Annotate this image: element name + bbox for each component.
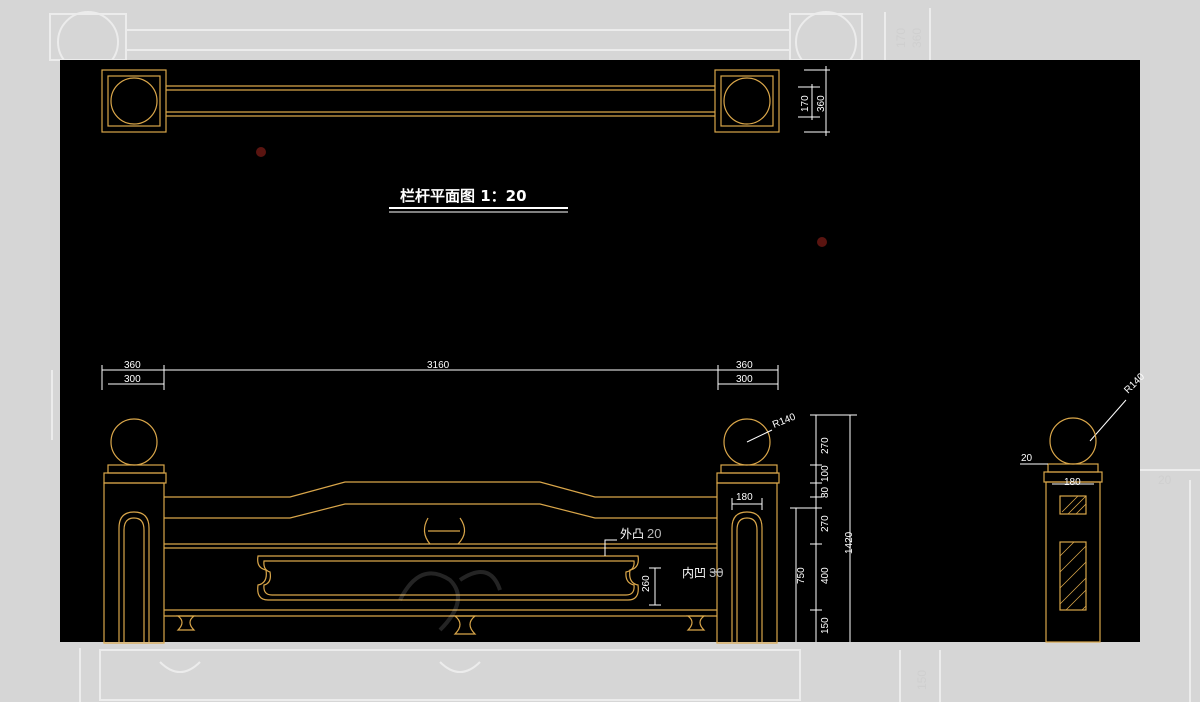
mark-dot (817, 237, 827, 247)
cad-drawing: 170 360 栏杆平面图 1：20 360 300 3160 360 300 (101, 66, 1147, 644)
elevation-view (103, 418, 780, 644)
note-inner: 内凹 (682, 566, 706, 580)
elev-radius: R140 (771, 411, 798, 430)
bg-dim-bottom: 150 (915, 670, 929, 690)
section-width: 180 (1064, 477, 1081, 488)
plan-dimensions (798, 66, 830, 136)
bg-dim-side: 20 (1158, 473, 1172, 487)
stack-total-lower: 750 (796, 567, 807, 584)
section-post (1045, 481, 1101, 643)
elevation-top-dimensions (101, 365, 779, 390)
plan-post-left-circle (110, 77, 158, 125)
elev-ball-left (110, 418, 158, 466)
stack-dim-4: 270 (820, 515, 831, 532)
stack-dim-3: 80 (820, 486, 831, 498)
plan-post-right (714, 69, 780, 133)
section-view (1043, 417, 1103, 643)
stack-dim-2: 100 (820, 465, 831, 482)
elev-post-left (103, 482, 165, 644)
note-outer-value: 20 (647, 526, 661, 541)
elev-dim-right-inner: 300 (736, 374, 753, 385)
watermark-logo (398, 570, 502, 632)
section-offset: 20 (1021, 453, 1033, 464)
stack-dim-5: 400 (820, 567, 831, 584)
elev-dim-right-outer: 360 (736, 360, 753, 371)
right-dim-stack (790, 414, 857, 642)
elev-dim-span: 3160 (427, 360, 450, 371)
stack-dim-1: 270 (820, 437, 831, 454)
elev-post-right (716, 482, 778, 644)
elev-dim-left-outer: 360 (124, 360, 141, 371)
mark-dot (256, 147, 266, 157)
top-rail (164, 481, 717, 498)
bg-dim-top-b: 360 (910, 28, 924, 48)
post-width: 180 (736, 492, 753, 503)
note-inner-value: 30 (709, 565, 723, 580)
plan-dim-outer: 360 (816, 95, 827, 112)
plan-view (101, 69, 780, 133)
section-ball (1049, 417, 1097, 465)
plan-post-left (101, 69, 167, 133)
cad-canvas[interactable]: 170 360 栏杆平面图 1：20 360 300 3160 360 300 (60, 60, 1147, 644)
plan-post-right-circle (723, 77, 771, 125)
panel-height: 260 (641, 575, 652, 592)
note-outer: 外凸 (620, 527, 644, 541)
bg-dim-top-a: 170 (894, 28, 908, 48)
stack-total-overall: 1420 (844, 531, 855, 554)
stack-dim-6: 150 (820, 617, 831, 634)
center-baluster (423, 517, 466, 545)
plan-title: 栏杆平面图 1：20 (400, 187, 527, 205)
elev-dim-left-inner: 300 (124, 374, 141, 385)
plan-dim-inner: 170 (800, 95, 811, 112)
